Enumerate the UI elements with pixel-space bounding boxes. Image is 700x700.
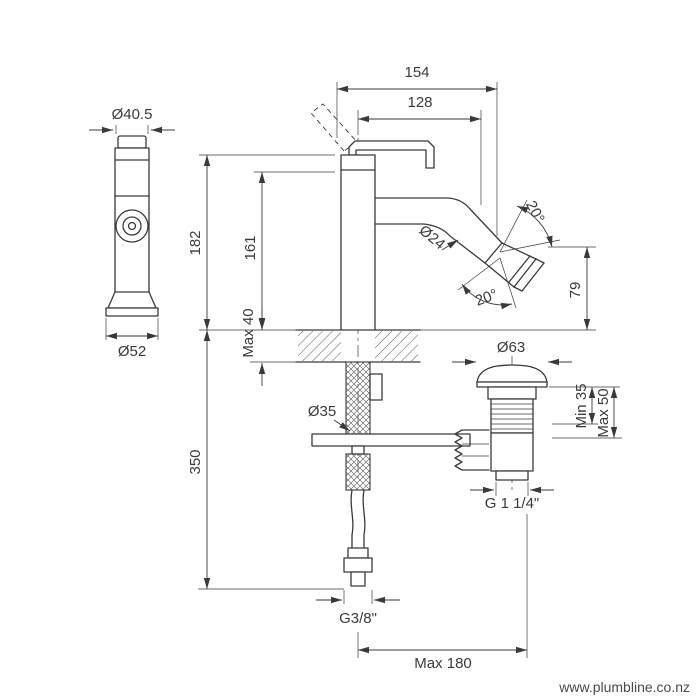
dim-label-79: 79 bbox=[567, 282, 584, 299]
dim-label-128: 128 bbox=[407, 94, 432, 111]
dim-350: 350 bbox=[187, 330, 344, 590]
dim-g114: G 1 1/4" bbox=[470, 482, 554, 512]
side-view-base-plate bbox=[105, 307, 159, 317]
dim-dia63: Ø63 bbox=[452, 339, 572, 366]
pop-up-waste bbox=[454, 356, 548, 492]
threaded-shank-upper bbox=[345, 361, 371, 435]
lever-handle bbox=[348, 140, 435, 169]
dim-label-max50: Max 50 bbox=[595, 388, 612, 437]
dim-label-dia40: Ø40.5 bbox=[112, 106, 153, 123]
dim-label-dia52: Ø52 bbox=[118, 343, 146, 360]
hose-clip bbox=[369, 373, 383, 401]
waste-dome-cap bbox=[476, 364, 548, 383]
dim-label-dia35: Ø35 bbox=[308, 403, 336, 420]
website-text: www.plumbline.co.nz bbox=[558, 679, 690, 695]
dim-label-angle-lower: 20° bbox=[473, 286, 500, 310]
waste-gear-nut bbox=[454, 429, 490, 471]
dim-dia-base: Ø52 bbox=[105, 318, 159, 360]
side-view-base-flare bbox=[107, 291, 157, 309]
dim-182: 182 bbox=[187, 154, 335, 331]
hose-fitting-nut bbox=[343, 557, 373, 573]
shank-and-hose bbox=[311, 361, 471, 587]
mounting-bracket bbox=[311, 433, 471, 447]
dim-max180: Max 180 bbox=[357, 514, 528, 672]
threaded-shank-lower bbox=[345, 453, 371, 491]
dim-154: 154 bbox=[336, 64, 498, 236]
waste-neck bbox=[487, 386, 537, 400]
dim-max40: Max 40 bbox=[240, 306, 296, 386]
dim-label-max180: Max 180 bbox=[414, 655, 472, 672]
side-view-lever-cap bbox=[117, 135, 147, 149]
dim-min35-max50: Min 35 Max 50 bbox=[549, 383, 622, 439]
dim-label-g38: G3/8" bbox=[339, 610, 377, 627]
dim-label-350: 350 bbox=[187, 449, 204, 474]
lever-alt-position bbox=[310, 103, 358, 152]
hose-fitting-top bbox=[347, 547, 369, 559]
dim-label-g114: G 1 1/4" bbox=[485, 495, 540, 512]
dim-label-min35: Min 35 bbox=[573, 383, 590, 428]
dim-128: 128 bbox=[357, 94, 482, 205]
faucet-body bbox=[340, 154, 376, 331]
dim-79: 79 bbox=[420, 246, 596, 331]
spout bbox=[374, 197, 545, 292]
dim-label-161: 161 bbox=[242, 235, 259, 260]
faucet-side-view bbox=[105, 135, 159, 317]
dim-dia-top: Ø40.5 bbox=[89, 106, 175, 134]
bracket-nut bbox=[351, 445, 365, 455]
waste-tailpiece bbox=[495, 470, 529, 481]
dim-label-max40: Max 40 bbox=[240, 308, 257, 357]
hose-fitting-thread bbox=[350, 571, 366, 587]
dim-g38: G3/8" bbox=[316, 590, 400, 627]
dim-161: 161 bbox=[242, 171, 335, 330]
dim-label-182: 182 bbox=[187, 230, 204, 255]
dim-label-dia63: Ø63 bbox=[497, 339, 525, 356]
swivel-angle-lower: 20° bbox=[457, 257, 517, 310]
mounting-deck bbox=[295, 329, 421, 363]
dim-label-dia24: Ø24 bbox=[416, 222, 449, 253]
waste-body bbox=[490, 432, 534, 472]
waste-flange bbox=[476, 381, 548, 388]
swivel-angle-upper: 20° bbox=[499, 198, 561, 253]
dim-dia35: Ø35 bbox=[308, 403, 351, 432]
side-view-spout-outline bbox=[115, 209, 149, 243]
flexible-hose bbox=[350, 489, 354, 549]
dim-label-154: 154 bbox=[404, 64, 429, 81]
